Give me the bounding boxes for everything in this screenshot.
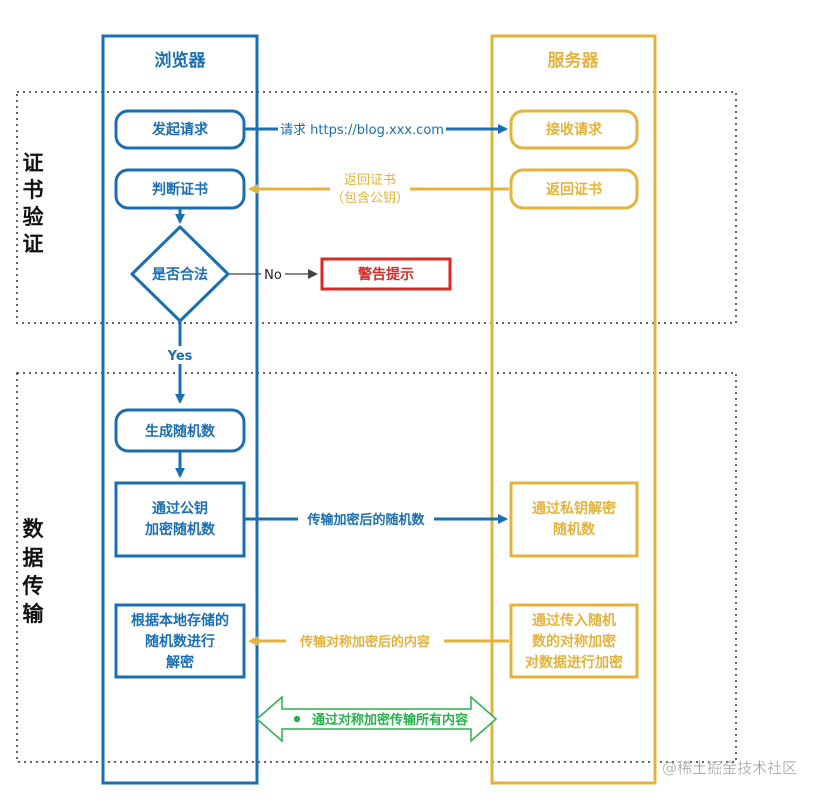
- node-warning-label: 警告提示: [358, 266, 414, 283]
- data-section-frame: [16, 372, 737, 763]
- node-decrypt-label-1: 根据本地存储的: [131, 612, 229, 629]
- node-sym-encrypt: [509, 603, 639, 679]
- data-section-char-2: 据: [23, 546, 44, 570]
- node-encrypt-label-2: 加密随机数: [144, 521, 216, 538]
- node-encrypt-label-1: 通过公钥: [152, 500, 208, 517]
- data-section-char-4: 输: [23, 602, 45, 626]
- cert-section-char-3: 验: [23, 205, 44, 229]
- node-judge-cert-label: 判断证书: [152, 181, 208, 198]
- node-initiate: [114, 109, 246, 150]
- edge-return-cert-label-1: 返回证书: [344, 173, 396, 188]
- server-lane: [490, 34, 657, 785]
- node-is-valid-label: 是否合法: [152, 266, 208, 283]
- node-gen-random-label: 生成随机数: [145, 423, 216, 440]
- node-gen-random: [114, 408, 246, 453]
- node-judge-cert: [114, 168, 246, 210]
- edge-all-content-label: 通过对称加密传输所有内容: [312, 712, 468, 728]
- edge-return-cert-label-2: （包含公钥）: [331, 190, 409, 206]
- edge-no-label: No: [264, 268, 282, 283]
- node-private-decrypt: [509, 481, 639, 558]
- browser-lane-title: 浏览器: [155, 50, 207, 71]
- cert-section-frame: [16, 91, 737, 324]
- node-warning: [320, 257, 452, 291]
- cert-section-char-2: 书: [23, 178, 44, 202]
- node-private-decrypt-label-1: 通过私钥解密: [532, 500, 616, 517]
- node-private-decrypt-label-2: 随机数: [553, 521, 596, 538]
- node-return-cert-label: 返回证书: [546, 181, 602, 198]
- cert-section-char-4: 证: [23, 232, 44, 256]
- node-is-valid: [130, 225, 230, 323]
- cert-section-char-1: 证: [23, 151, 44, 175]
- node-return-cert: [509, 168, 639, 210]
- data-section-char-3: 传: [22, 574, 44, 598]
- node-sym-encrypt-label-1: 通过传入随机: [532, 612, 616, 629]
- edge-send-random-label-bg: [298, 510, 434, 528]
- edge-request-label: 请求 https://blog.xxx.com: [280, 123, 444, 138]
- node-decrypt-label-2: 随机数进行: [145, 633, 215, 650]
- edge-return-cert-label-bg: [330, 171, 410, 207]
- edge-all-content-bullet: [293, 715, 301, 723]
- node-decrypt: [114, 603, 246, 679]
- server-lane-title: 服务器: [548, 50, 600, 71]
- node-sym-encrypt-label-3: 对数据进行加密: [525, 654, 623, 671]
- node-receive: [509, 109, 639, 150]
- edge-no-label-bg: [261, 266, 285, 282]
- data-section-char-1: 数: [23, 517, 45, 541]
- node-encrypt: [114, 481, 246, 558]
- node-receive-label: 接收请求: [546, 121, 603, 138]
- watermark: @稀土掘金技术社区: [662, 759, 797, 777]
- edge-request-label-bg: [278, 121, 446, 138]
- edge-send-random-label: 传输加密后的随机数: [306, 512, 425, 528]
- edge-all-content-arrow: [255, 695, 498, 743]
- edge-yes-label: Yes: [167, 349, 193, 364]
- edge-send-sym-label-bg: [286, 632, 444, 650]
- node-sym-encrypt-label-2: 数的对称加密: [532, 633, 616, 650]
- browser-lane: [101, 34, 259, 785]
- edge-yes-label-bg: [163, 346, 197, 364]
- edge-send-sym-label: 传输对称加密后的内容: [299, 634, 430, 650]
- node-initiate-label: 发起请求: [151, 121, 209, 138]
- node-decrypt-label-3: 解密: [166, 654, 194, 671]
